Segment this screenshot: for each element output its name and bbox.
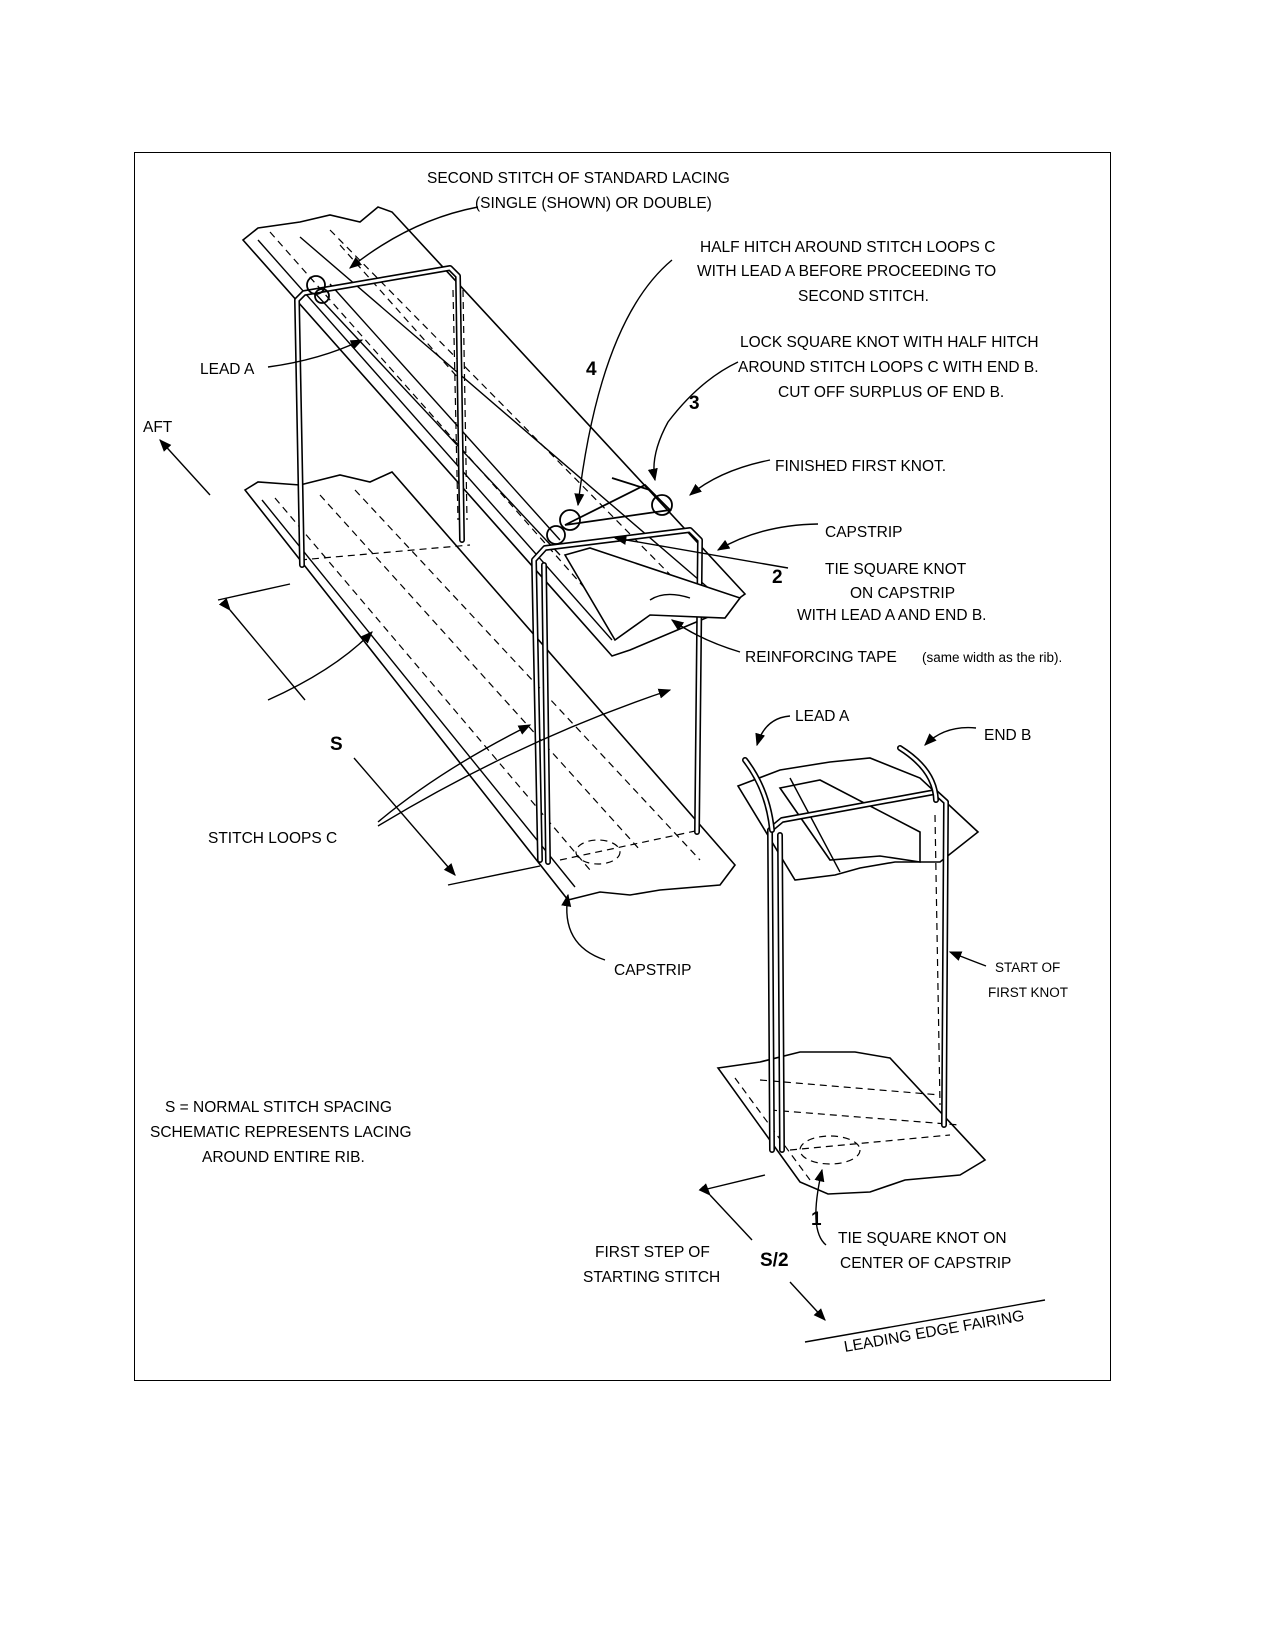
step-2-marker: 2 bbox=[772, 567, 783, 588]
reinforcing-tape bbox=[563, 547, 742, 642]
label-start-first-knot-1: START OF bbox=[995, 960, 1060, 975]
square-knot bbox=[564, 483, 672, 526]
label-half-hitch-2: WITH LEAD A BEFORE PROCEEDING TO bbox=[697, 263, 996, 280]
step-1-marker: 1 bbox=[811, 1209, 822, 1230]
label-lock-knot-3: CUT OFF SURPLUS OF END B. bbox=[778, 384, 1004, 401]
legend-line-1: S = NORMAL STITCH SPACING bbox=[165, 1099, 392, 1116]
label-leading-edge-fairing: LEADING EDGE FAIRING bbox=[843, 1307, 1026, 1355]
label-second-stitch-2: (SINGLE (SHOWN) OR DOUBLE) bbox=[475, 195, 712, 212]
label-s-half: S/2 bbox=[760, 1250, 789, 1271]
label-tie-square-1: TIE SQUARE KNOT bbox=[825, 561, 967, 578]
leader-lines bbox=[267, 206, 987, 1246]
aft-arrow bbox=[159, 439, 211, 496]
label-finished-first-knot: FINISHED FIRST KNOT. bbox=[775, 458, 946, 475]
label-reinforcing-tape-note: (same width as the rib). bbox=[922, 650, 1062, 665]
legend-line-2: SCHEMATIC REPRESENTS LACING bbox=[150, 1124, 412, 1141]
figure-frame bbox=[134, 152, 1111, 1381]
label-second-stitch-1: SECOND STITCH OF STANDARD LACING bbox=[427, 170, 730, 187]
label-start-first-knot-2: FIRST KNOT bbox=[988, 985, 1068, 1000]
label-aft: AFT bbox=[143, 419, 173, 436]
starting-stitch-assembly bbox=[716, 745, 987, 1195]
label-capstrip-upper: CAPSTRIP bbox=[825, 524, 903, 541]
label-half-hitch-3: SECOND STITCH. bbox=[798, 288, 929, 305]
label-tie-center-1: TIE SQUARE KNOT ON bbox=[838, 1230, 1007, 1247]
label-lead-a-upper: LEAD A bbox=[200, 361, 255, 378]
label-tie-square-2: ON CAPSTRIP bbox=[850, 585, 955, 602]
step-4-marker: 4 bbox=[586, 359, 597, 380]
dimension-s-half bbox=[698, 1174, 1046, 1343]
label-first-step-1: FIRST STEP OF bbox=[595, 1244, 710, 1261]
label-capstrip-lower: CAPSTRIP bbox=[614, 962, 692, 979]
label-tie-square-3: WITH LEAD A AND END B. bbox=[797, 607, 987, 624]
step-3-marker: 3 bbox=[689, 393, 700, 414]
start-lower-capstrip bbox=[716, 1051, 987, 1195]
legend-line-3: AROUND ENTIRE RIB. bbox=[202, 1149, 365, 1166]
label-lead-a-lower: LEAD A bbox=[795, 708, 850, 725]
label-end-b: END B bbox=[984, 727, 1031, 744]
label-s: S bbox=[330, 734, 343, 755]
dimension-s bbox=[217, 583, 541, 886]
label-stitch-loops-c: STITCH LOOPS C bbox=[208, 830, 337, 847]
label-lock-knot-1: LOCK SQUARE KNOT WITH HALF HITCH bbox=[740, 334, 1039, 351]
label-tie-center-2: CENTER OF CAPSTRIP bbox=[840, 1255, 1011, 1272]
label-reinforcing-tape: REINFORCING TAPE bbox=[745, 649, 897, 666]
main-rib-assembly bbox=[241, 206, 747, 901]
label-first-step-2: STARTING STITCH bbox=[583, 1269, 720, 1286]
label-lock-knot-2: AROUND STITCH LOOPS C WITH END B. bbox=[738, 359, 1039, 376]
label-half-hitch-1: HALF HITCH AROUND STITCH LOOPS C bbox=[700, 239, 995, 256]
